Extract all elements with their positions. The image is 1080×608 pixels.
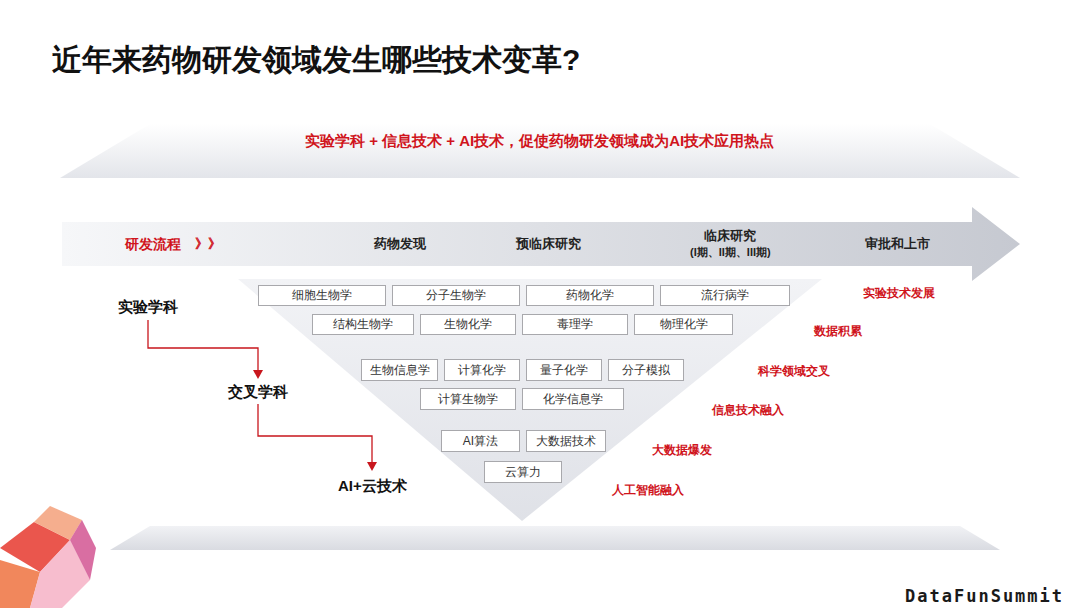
footer-brand: DataFunSummit xyxy=(905,586,1064,606)
discipline-box: 结构生物学 xyxy=(312,314,414,335)
box-text: AI算法 xyxy=(463,433,498,450)
discipline-box: 物理化学 xyxy=(634,314,733,335)
discipline-box: 细胞生物学 xyxy=(258,285,386,306)
logo-shapes xyxy=(0,506,96,608)
stage-label: 药物发现 xyxy=(374,236,426,252)
discipline-box: AI算法 xyxy=(441,430,520,452)
arrow-head xyxy=(253,370,263,379)
process-arrow xyxy=(62,207,1020,281)
chevron-mark: 》》 xyxy=(195,236,221,252)
trend-label: 信息技术融入 xyxy=(712,403,784,417)
flow-line xyxy=(148,320,258,372)
flow-line xyxy=(258,404,372,464)
tier-label: 实验学科 xyxy=(118,298,178,316)
discipline-box: 药物化学 xyxy=(526,285,654,306)
box-text: 生物化学 xyxy=(444,316,492,333)
tier-separator xyxy=(380,420,660,422)
box-text: 生物信息学 xyxy=(370,362,430,379)
banner-text: 实验学科 + 信息技术 + AI技术，促使药物研发领域成为AI技术应用热点 xyxy=(305,132,774,150)
roof-band xyxy=(60,124,1020,178)
box-text: 分子生物学 xyxy=(426,287,486,304)
box-text: 毒理学 xyxy=(557,316,593,333)
box-text: 结构生物学 xyxy=(333,316,393,333)
stage-label: 临床研究 xyxy=(704,228,756,244)
discipline-box: 毒理学 xyxy=(522,314,628,335)
stage-note: (I期、II期、III期) xyxy=(690,246,771,259)
box-text: 细胞生物学 xyxy=(292,287,352,304)
discipline-box: 生物化学 xyxy=(420,314,516,335)
page-title: 近年来药物研发领域发生哪些技术变革? xyxy=(52,40,580,81)
discipline-box: 计算生物学 xyxy=(420,388,516,410)
tier-label: AI+云技术 xyxy=(338,477,407,495)
discipline-box: 计算化学 xyxy=(444,359,520,381)
discipline-box: 云算力 xyxy=(484,461,562,483)
base-platform xyxy=(110,526,1000,550)
box-text: 云算力 xyxy=(505,464,541,481)
discipline-box: 流行病学 xyxy=(660,285,790,306)
box-text: 药物化学 xyxy=(566,287,614,304)
box-text: 计算化学 xyxy=(458,362,506,379)
discipline-box: 大数据技术 xyxy=(526,430,606,452)
trend-label: 大数据爆发 xyxy=(652,443,712,457)
discipline-box: 生物信息学 xyxy=(361,359,438,381)
tier-label: 交叉学科 xyxy=(228,383,288,401)
trend-label: 实验技术发展 xyxy=(863,286,935,300)
discipline-box: 化学信息学 xyxy=(522,388,624,410)
box-text: 计算生物学 xyxy=(438,391,498,408)
box-text: 化学信息学 xyxy=(543,391,603,408)
stage-label: 预临床研究 xyxy=(516,236,581,252)
box-text: 流行病学 xyxy=(701,287,749,304)
trend-label: 数据积累 xyxy=(814,324,862,338)
stage-heading: 研发流程 xyxy=(125,236,181,253)
discipline-box: 量子化学 xyxy=(526,359,602,381)
box-text: 物理化学 xyxy=(660,316,708,333)
box-text: 量子化学 xyxy=(540,362,588,379)
box-text: 分子模拟 xyxy=(622,362,670,379)
stage-label: 审批和上市 xyxy=(865,236,930,252)
trend-label: 科学领域交叉 xyxy=(758,364,830,378)
discipline-box: 分子模拟 xyxy=(608,359,684,381)
funnel-triangle xyxy=(238,279,822,521)
tier-separator xyxy=(300,348,740,350)
box-text: 大数据技术 xyxy=(536,433,596,450)
trend-label: 人工智能融入 xyxy=(612,483,684,497)
arrow-head xyxy=(367,462,377,471)
discipline-box: 分子生物学 xyxy=(392,285,520,306)
